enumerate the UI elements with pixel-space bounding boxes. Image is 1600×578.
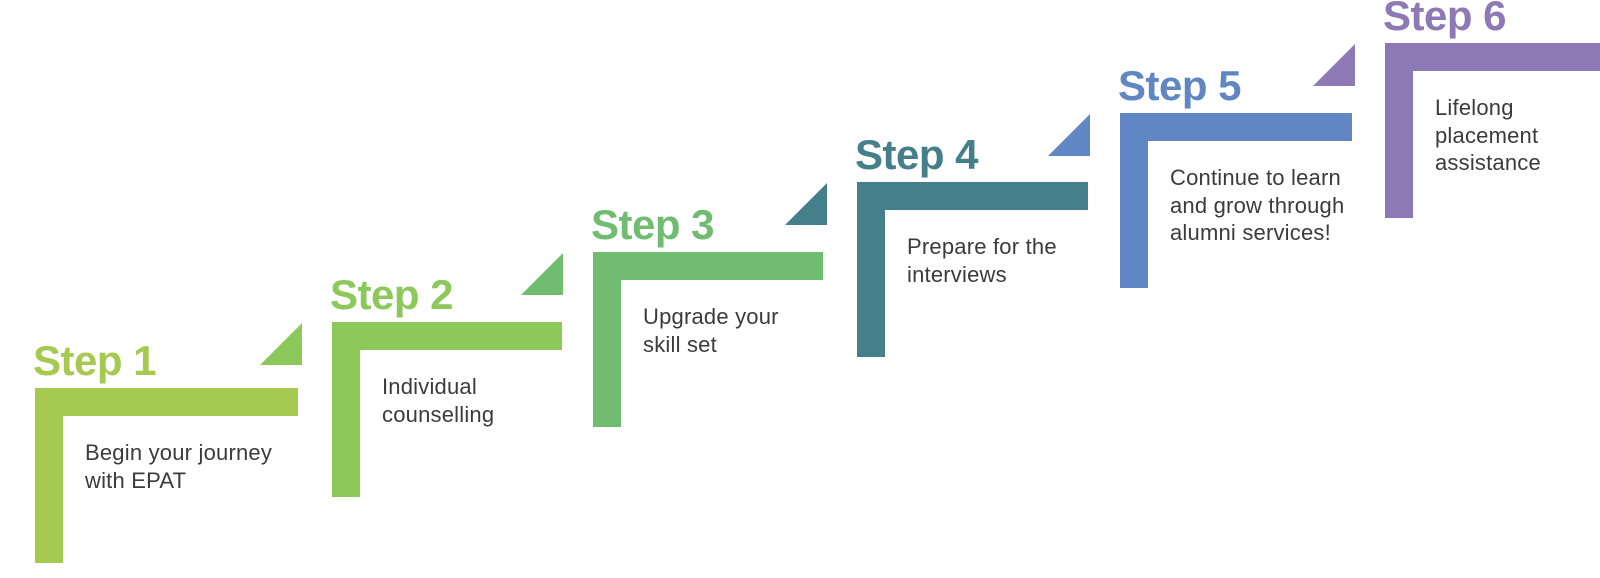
step-description: Begin your journey with EPAT [85, 440, 273, 493]
step-title: Step 3 [591, 201, 715, 248]
step-horizontal-bar [332, 322, 562, 350]
step-arrow-icon [521, 253, 563, 295]
step-vertical-bar [1120, 113, 1148, 288]
step-description: Prepare for the interviews [907, 234, 1057, 287]
step-arrow-icon [785, 183, 827, 225]
step-arrow-icon [260, 323, 302, 365]
step-description: Lifelong placement assistance [1435, 95, 1541, 175]
step-description: Individual counselling [382, 374, 495, 427]
step-vertical-bar [35, 388, 63, 563]
step-vertical-bar [332, 322, 360, 497]
step-title: Step 5 [1118, 62, 1242, 109]
step-title: Step 2 [330, 271, 454, 318]
step-vertical-bar [1385, 43, 1413, 218]
step-arrow-icon [1313, 44, 1355, 86]
step-horizontal-bar [593, 252, 823, 280]
step-horizontal-bar [35, 388, 298, 416]
step-description: Upgrade your skill set [643, 304, 779, 357]
step-vertical-bar [857, 182, 885, 357]
step-horizontal-bar [1120, 113, 1352, 141]
step-title: Step 1 [33, 337, 157, 384]
step-horizontal-bar [857, 182, 1088, 210]
step-description: Continue to learn and grow through alumn… [1170, 165, 1345, 245]
step-arrow-icon [1048, 114, 1090, 156]
step-title: Step 6 [1383, 0, 1507, 39]
step-vertical-bar [593, 252, 621, 427]
step-title: Step 4 [855, 131, 979, 178]
step-horizontal-bar [1385, 43, 1600, 71]
